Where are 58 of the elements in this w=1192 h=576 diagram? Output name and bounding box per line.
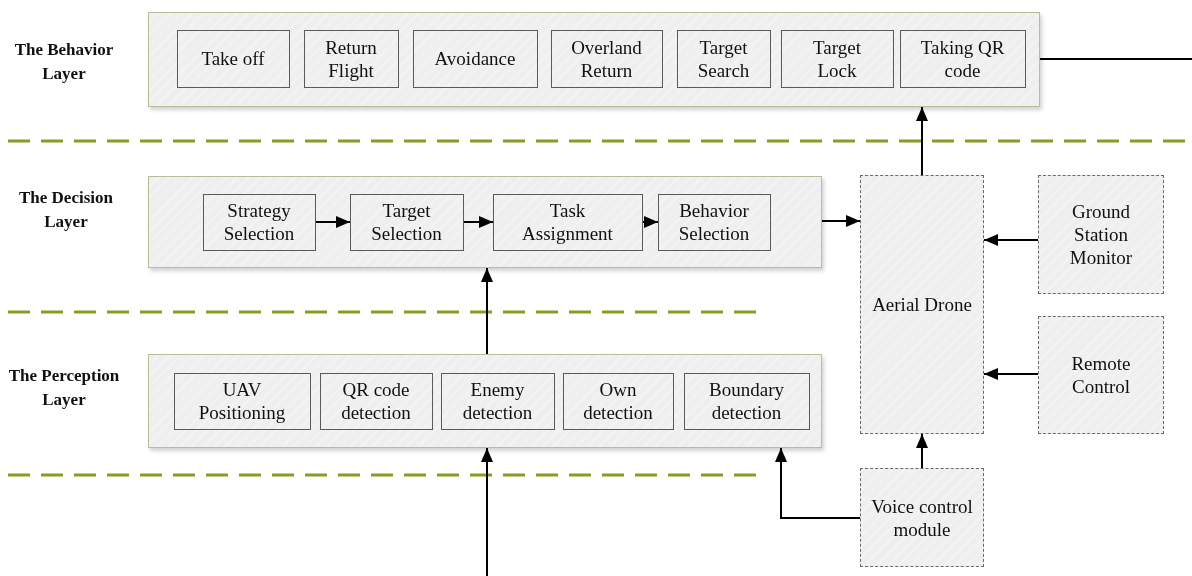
box-label: Behavior Selection	[677, 199, 751, 245]
arrow	[481, 447, 493, 576]
function-box	[173, 372, 311, 430]
arrow	[481, 267, 493, 355]
layer-panel	[148, 12, 1040, 107]
box-label: UAV Positioning	[197, 378, 287, 424]
box-label: Target Search	[696, 35, 751, 82]
box-label: Return Flight	[324, 35, 378, 82]
box-label: Target Lock	[812, 35, 862, 82]
function-box	[440, 372, 555, 430]
function-box	[303, 29, 399, 88]
arrow	[916, 106, 928, 176]
arrow	[916, 433, 928, 469]
box-label: Aerial Drone	[872, 293, 972, 316]
box-label: Own detection	[582, 378, 654, 424]
arrow	[642, 216, 659, 228]
module-box	[1038, 316, 1164, 434]
arrow	[775, 447, 861, 519]
box-label: Remote Control	[1070, 352, 1132, 398]
layer-panel	[148, 354, 822, 448]
module-box	[1038, 175, 1164, 294]
function-box	[349, 193, 464, 251]
box-label: Enemy detection	[461, 378, 534, 424]
function-box	[657, 193, 771, 251]
function-box	[319, 372, 433, 430]
box-label: Strategy Selection	[222, 199, 296, 245]
connector-line	[1039, 58, 1192, 60]
box-label: Avoidance	[434, 47, 516, 70]
box-label: Ground Station Monitor	[1068, 200, 1134, 269]
layer-label: The Behavior Layer	[13, 39, 115, 85]
arrow	[463, 216, 494, 228]
box-label: Boundary detection	[708, 378, 785, 424]
arrow	[821, 215, 861, 227]
layer-label: The Decision Layer	[18, 187, 114, 233]
function-box	[676, 29, 771, 88]
function-box	[550, 29, 663, 88]
function-box	[899, 29, 1026, 88]
layer-label: The Perception Layer	[8, 365, 120, 411]
function-box	[176, 29, 290, 88]
function-box	[412, 29, 538, 88]
box-label: Take off	[201, 47, 265, 70]
arrow	[983, 368, 1039, 380]
arrow	[983, 234, 1039, 246]
box-label: Overland Return	[570, 35, 643, 82]
box-label: Target Selection	[370, 199, 443, 245]
function-box	[683, 372, 810, 430]
module-box	[860, 468, 984, 567]
function-box	[562, 372, 674, 430]
box-label: QR code detection	[340, 378, 412, 424]
arrow	[315, 216, 351, 228]
function-box	[202, 193, 316, 251]
box-label: Task Assignment	[521, 199, 614, 245]
box-label: Voice control module	[871, 494, 973, 541]
function-box	[492, 193, 643, 251]
module-box	[860, 175, 984, 434]
layer-panel	[148, 176, 822, 268]
box-label: Taking QR code	[919, 35, 1006, 82]
function-box	[780, 29, 894, 88]
